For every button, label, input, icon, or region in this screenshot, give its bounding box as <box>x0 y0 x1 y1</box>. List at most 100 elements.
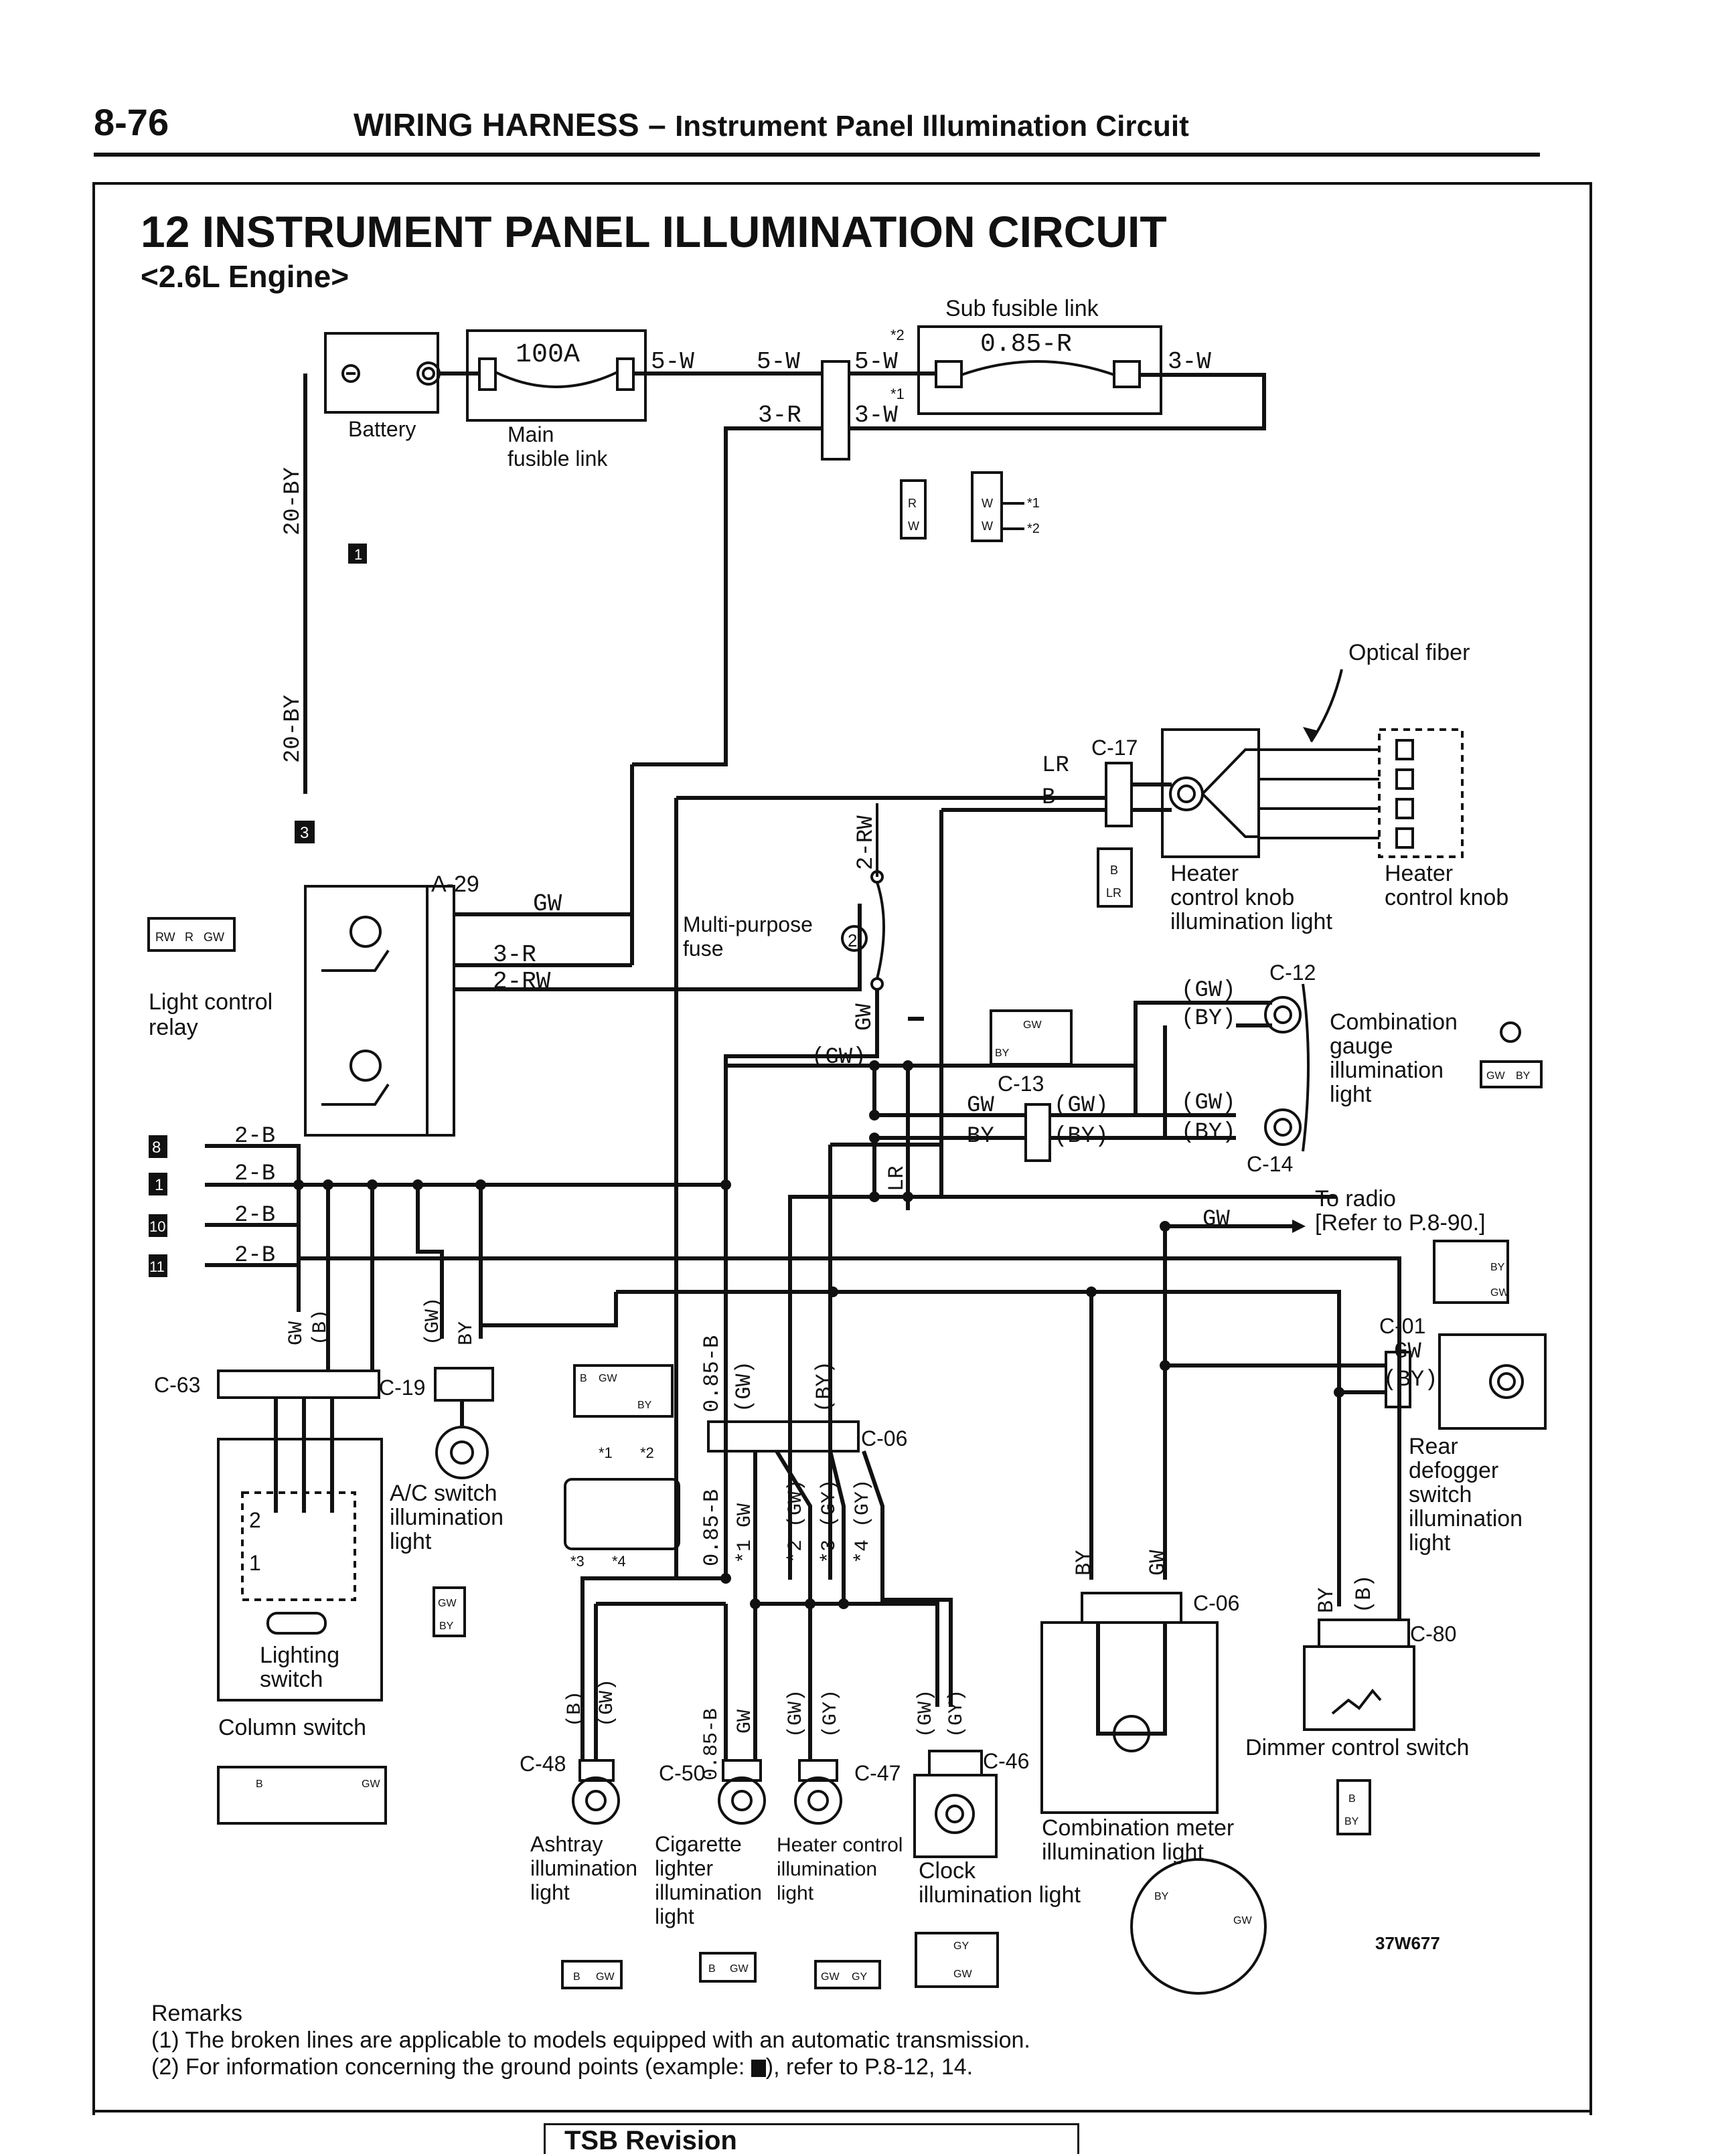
wire-lr: LR <box>1042 753 1069 778</box>
header-rule <box>94 153 1540 157</box>
dimmer-switch <box>1303 1645 1415 1731</box>
wire-gw-relay: GW <box>533 890 562 918</box>
c17-pin-lr: LR <box>1106 886 1121 900</box>
c14-bulb <box>1264 1108 1302 1146</box>
diagram-frame <box>92 182 1592 2115</box>
c13-pin-gw: GW <box>1023 1019 1042 1031</box>
wire-c06-gy3: *3 (GY) <box>818 1479 841 1564</box>
light-relay-label-2: relay <box>149 1015 198 1040</box>
ashtray-pins <box>561 1960 623 1989</box>
lighting-switch-label: Lighting <box>260 1643 339 1668</box>
rear-defog-label-3: switch <box>1409 1482 1472 1507</box>
wire-c01-gw: GW <box>1394 1339 1421 1365</box>
pin-r: R <box>908 497 917 510</box>
c06-star-2: *2 <box>640 1444 654 1461</box>
ac-switch-bulb <box>435 1426 489 1479</box>
heater-ctrl-label: Heater control <box>777 1834 903 1856</box>
ac-switch-label-3: light <box>390 1529 432 1554</box>
cig-label: Cigarette <box>655 1832 742 1856</box>
connector-c06b-block <box>1081 1592 1182 1624</box>
ground-point-11 <box>149 1254 167 1277</box>
combo-gauge-label-4: light <box>1330 1082 1372 1107</box>
connector-c63: C-63 <box>154 1373 200 1397</box>
wire-meter-gw: GW <box>1146 1550 1170 1576</box>
wire-c46-gy: (GY) <box>945 1689 968 1738</box>
ac-switch-label: A/C switch <box>390 1481 497 1506</box>
wire-c48-gw: (GW) <box>596 1679 619 1727</box>
rear-defog-label-4: illumination <box>1409 1506 1523 1531</box>
c06-star-4: *4 <box>612 1553 626 1570</box>
c47-bulb <box>794 1776 842 1825</box>
cig-label-2: lighter <box>655 1856 714 1880</box>
wire-5w-a: 5-W <box>651 348 694 376</box>
header-subtitle: Instrument Panel Illumination Circuit <box>675 110 1189 143</box>
clock-pins <box>915 1932 999 1988</box>
heater-ctrl-pins <box>814 1960 881 1989</box>
lighting-switch-contacts <box>241 1491 356 1601</box>
c50-socket <box>722 1759 762 1782</box>
heater-knob-label: Heater <box>1385 861 1453 886</box>
optical-fiber-label: Optical fiber <box>1348 640 1470 665</box>
section-subtitle: <2.6L Engine> <box>141 259 349 294</box>
remarks-heading: Remarks <box>151 2001 243 2026</box>
pin-star-1: *1 <box>1027 496 1040 511</box>
c13-pins <box>990 1009 1073 1066</box>
wire-20by-b: 20-BY <box>281 695 306 763</box>
ground-point-11-label: 11 <box>149 1258 165 1275</box>
wire-2rw-b: 2-RW <box>854 815 879 870</box>
wire-c06-gw: (GW) <box>732 1361 757 1412</box>
header-title-main: WIRING HARNESS <box>354 108 639 143</box>
wire-c06-gw2: *2 (GW) <box>785 1479 807 1564</box>
wire-c63-gw: GW <box>285 1321 308 1345</box>
connector-c01: C-01 <box>1379 1314 1425 1338</box>
wire-c06-by: (BY) <box>812 1361 837 1412</box>
lighting-pos-2: 2 <box>249 1508 261 1532</box>
ground-point-1-top <box>348 544 367 564</box>
wire-radio-gw: GW <box>1202 1207 1230 1232</box>
wire-c13-by: BY <box>967 1124 994 1149</box>
dimmer-switch-label: Dimmer control switch <box>1245 1735 1469 1760</box>
wire-c19-by: BY <box>455 1321 478 1345</box>
wire-dim-by: BY <box>1314 1588 1339 1613</box>
connector-a29: A-29 <box>431 872 479 897</box>
wire-c14-by: (BY) <box>1181 1120 1236 1145</box>
connector-c06-a: C-06 <box>861 1426 907 1450</box>
connector-c80-block <box>1318 1619 1410 1648</box>
rear-defog-label-5: light <box>1409 1530 1451 1556</box>
ground-point-8 <box>149 1135 167 1158</box>
column-switch-label: Column switch <box>218 1715 366 1740</box>
section-title: 12 INSTRUMENT PANEL ILLUMINATION CIRCUIT <box>141 207 1167 256</box>
sub-fusible-link-label: Sub fusible link <box>945 296 1099 321</box>
c48-socket <box>578 1759 615 1782</box>
connector-c47: C-47 <box>854 1761 901 1785</box>
c17-pin-b: B <box>1110 863 1118 877</box>
wire-c50-085b: 0.85-B <box>700 1708 723 1780</box>
meter-pin-by: BY <box>1154 1891 1169 1902</box>
wire-c12-by: (BY) <box>1181 1006 1236 1031</box>
ashtray-label: Ashtray <box>530 1832 603 1856</box>
wire-3w-a: 3-W <box>1168 348 1211 376</box>
connector-c63-block <box>217 1370 380 1399</box>
wire-b: B <box>1042 785 1055 811</box>
wire-5w-b: 5-W <box>757 348 800 376</box>
connector-c06-b: C-06 <box>1193 1591 1239 1615</box>
connector-c13-block <box>1024 1103 1051 1162</box>
column-pin-b: B <box>256 1778 263 1790</box>
sub-fusible-link: 0.85-R Sub fusible link <box>917 296 1162 415</box>
mp-fuse-label: Multi-purpose <box>683 912 813 936</box>
column-pin-gw: GW <box>362 1778 380 1790</box>
wire-lr-vertical: LR <box>884 1166 909 1191</box>
connector-c17-block <box>1105 762 1133 827</box>
ground-point-1b <box>149 1173 167 1195</box>
connector-c46: C-46 <box>983 1749 1029 1773</box>
main-fusible-link: 100A Main fusible link <box>466 329 647 471</box>
lighting-pos-1: 1 <box>249 1551 261 1575</box>
combo-gauge-label: Combination <box>1330 1009 1458 1035</box>
wire-c13-gw: GW <box>967 1093 994 1118</box>
heater-ctrl-pin-gw: GW <box>821 1971 840 1983</box>
heater-ctrl-pin-gy: GY <box>852 1971 867 1983</box>
dimmer-pin-b: B <box>1348 1793 1356 1805</box>
wire-c14-gw: (GW) <box>1181 1090 1236 1116</box>
c17-pins <box>1097 847 1133 908</box>
